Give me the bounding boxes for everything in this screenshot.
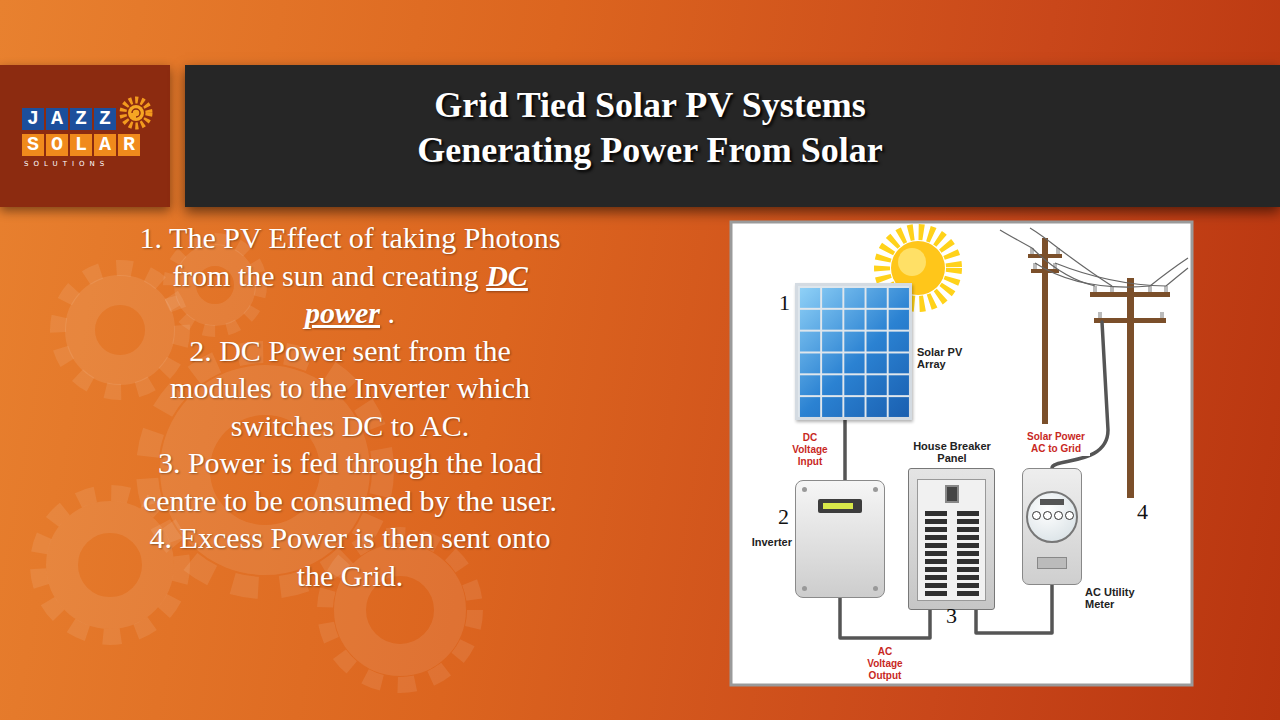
- step-item: 4. Excess Power is then sent onto the Gr…: [135, 519, 565, 594]
- solar-pv-array: Solar PV Array: [795, 283, 912, 420]
- screw: [873, 487, 878, 492]
- step-text: 4. Excess Power is then sent onto the Gr…: [150, 521, 551, 592]
- sun-disc: [128, 105, 144, 121]
- utility-pole: [1031, 269, 1059, 273]
- callout-number: 4: [1137, 500, 1148, 524]
- screw: [873, 586, 878, 591]
- main-breaker: [945, 485, 959, 503]
- display-screen: [823, 503, 853, 509]
- step-text: .: [388, 296, 396, 329]
- logo-word: SOLAR: [22, 134, 140, 156]
- step-item: 2. DC Power sent from the modules to the…: [135, 332, 565, 445]
- gear-watermark: [58, 268, 182, 392]
- utility-pole: [1127, 278, 1134, 498]
- wire-connector: [843, 420, 847, 480]
- meter-dial: [1032, 511, 1041, 520]
- power-line: [1000, 228, 1188, 287]
- step-text: 3. Power is fed through the load centre …: [143, 446, 557, 517]
- insulator: [1030, 248, 1168, 318]
- node-label: Solar PV Array: [917, 346, 977, 370]
- meter-dial: [1043, 511, 1052, 520]
- step-item: 3. Power is fed through the load centre …: [135, 444, 565, 519]
- insulator: [1160, 312, 1164, 318]
- meter-base: [1037, 557, 1067, 569]
- illustration-frame: [731, 222, 1192, 685]
- logo-word: JAZZ: [22, 108, 116, 130]
- node-label: Inverter: [752, 536, 792, 548]
- callout-number: 2: [778, 505, 789, 529]
- power-line: [1000, 230, 1032, 248]
- wire-label: DC Voltage Input: [782, 431, 838, 469]
- callout-number: 1: [779, 291, 790, 315]
- sun: [898, 248, 926, 276]
- screw: [802, 586, 807, 591]
- gear-watermark: [325, 535, 475, 685]
- breaker-column: [957, 511, 979, 597]
- insulator: [1098, 312, 1102, 318]
- breaker-panel: House Breaker Panel: [908, 468, 995, 610]
- gear-watermark: [62, 517, 158, 613]
- utility-pole: [1042, 238, 1048, 424]
- breaker-column: [925, 511, 947, 597]
- screw: [802, 487, 807, 492]
- sun-rays: [123, 100, 149, 126]
- meter-dial: [1065, 511, 1074, 520]
- insulator: [1164, 286, 1168, 292]
- utility-pole: [1094, 318, 1166, 323]
- sun-swirl: [132, 109, 140, 117]
- slide-title: Grid Tied Solar PV Systems Generating Po…: [370, 83, 930, 173]
- utility-meter: AC Utility Meter: [1022, 468, 1082, 585]
- step-list: 1. The PV Effect of taking Photons from …: [135, 219, 565, 594]
- gear-watermark: [80, 290, 160, 370]
- step-text: 2. DC Power sent from the modules to the…: [170, 334, 530, 442]
- utility-pole: [1028, 254, 1062, 258]
- meter-dial: [1054, 511, 1063, 520]
- power-line: [1055, 263, 1166, 286]
- logo-tagline: SOLUTIONS: [24, 160, 109, 168]
- meter-plate: [1040, 499, 1064, 505]
- node-label: House Breaker Panel: [902, 440, 1002, 464]
- insulator: [1093, 286, 1097, 292]
- inverter-box: Inverter: [795, 480, 885, 598]
- wire-label: Solar Power AC to Grid: [1022, 430, 1090, 456]
- step-item: 1. The PV Effect of taking Photons from …: [135, 219, 565, 332]
- power-line: [1150, 258, 1188, 286]
- utility-pole: [1090, 292, 1170, 297]
- utility-pole: [1028, 238, 1170, 498]
- insulator: [1148, 286, 1152, 292]
- power-line: [1030, 228, 1058, 248]
- callout-number: 3: [946, 604, 957, 628]
- wire-label: AC Voltage Output: [857, 645, 913, 683]
- node-label: AC Utility Meter: [1085, 586, 1147, 610]
